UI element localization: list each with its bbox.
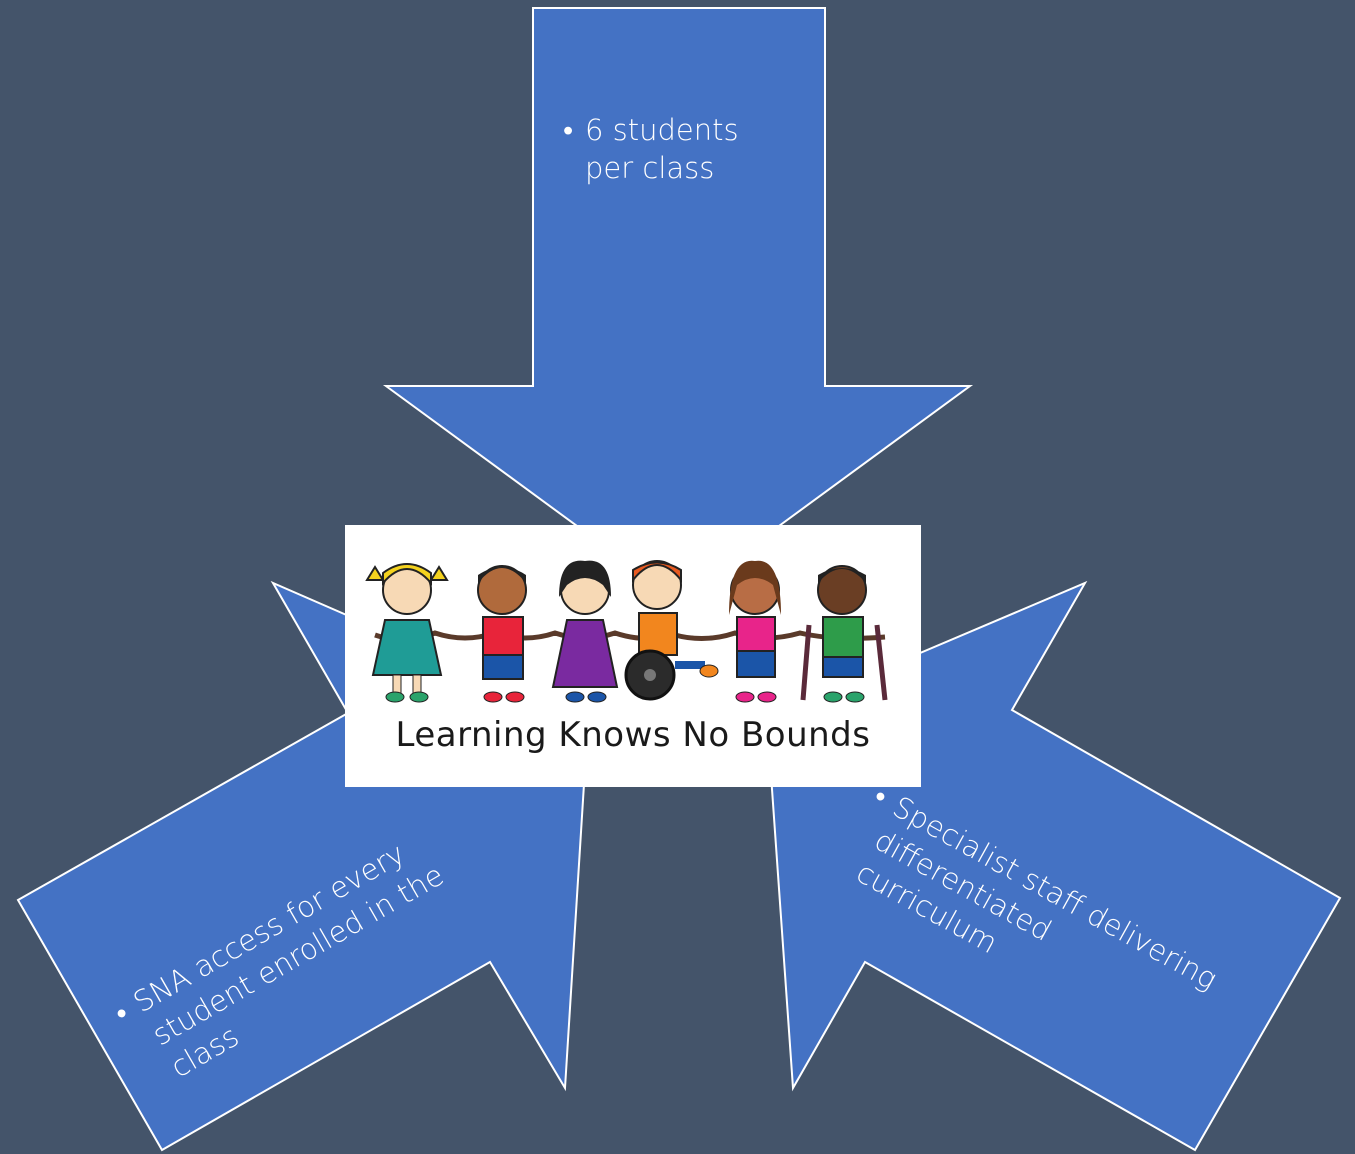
girl-teal-dress-figure [365,563,449,703]
learning-knows-no-bounds-logo: Learning Knows No Bounds [345,525,921,787]
boy-wheelchair-figure [624,560,719,701]
girl-pink-shirt-figure [729,560,781,703]
children-illustration [365,560,888,703]
bullet-icon: • [563,113,574,147]
top-arrow [382,7,974,602]
boy-red-shirt-figure [477,565,527,703]
girl-purple-dress-figure [551,560,619,703]
boy-crutches-figure [800,565,888,703]
top-arrow-text: • 6 students per class [563,112,813,187]
top-arrow-line-1: 6 students [585,113,739,147]
top-arrow-line-2: per class [585,150,715,185]
logo-caption: Learning Knows No Bounds [395,715,871,755]
